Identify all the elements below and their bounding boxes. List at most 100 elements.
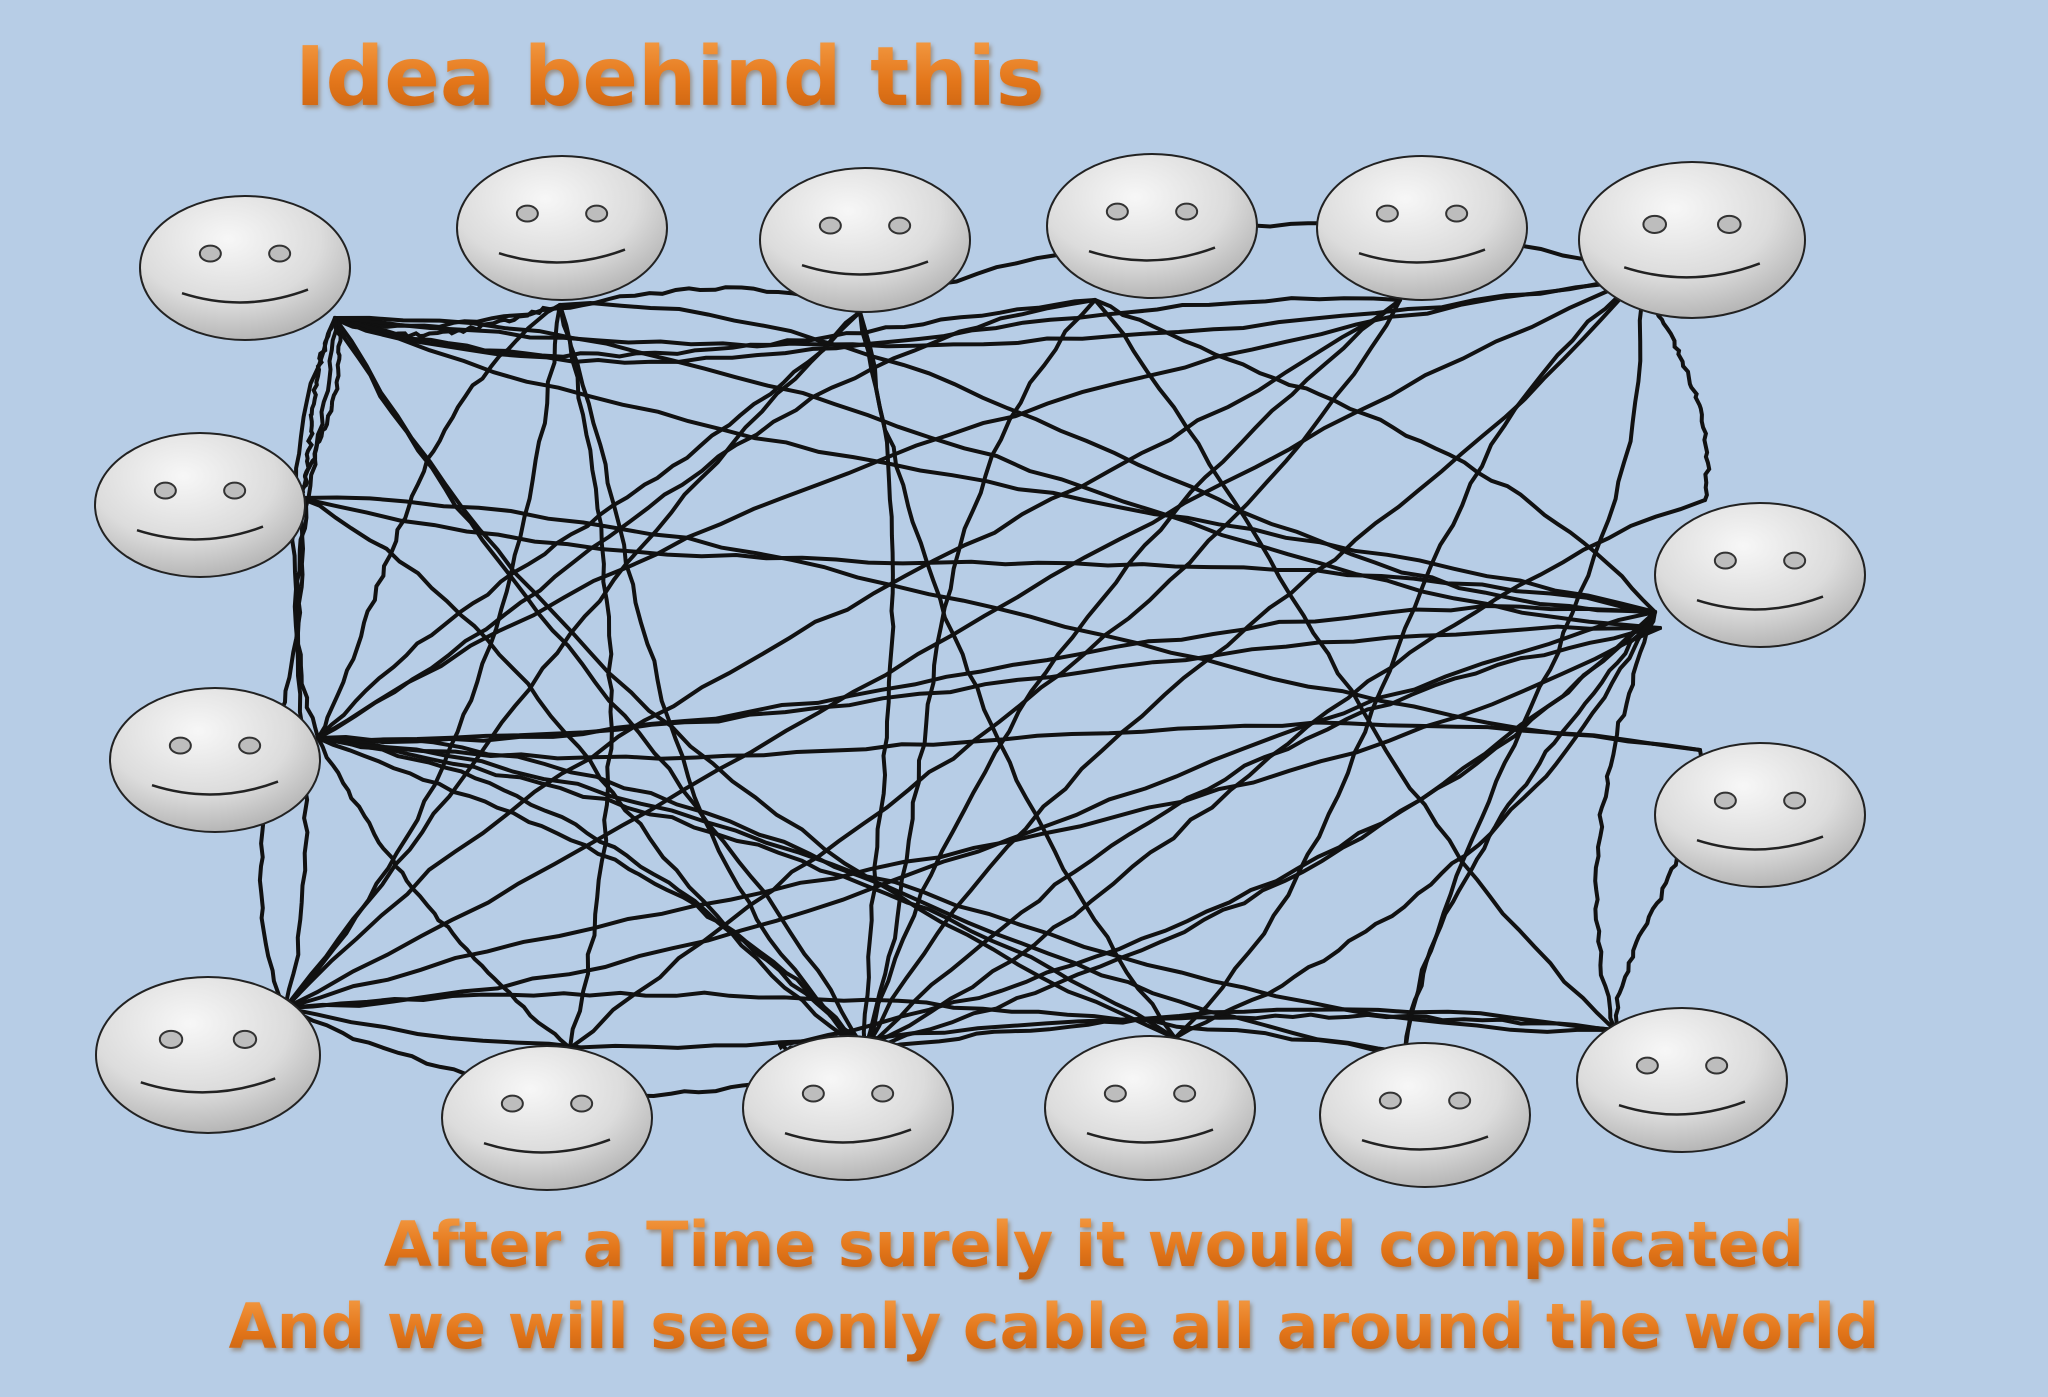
smiley-face-1 [139, 195, 351, 341]
cable-28 [295, 316, 339, 740]
cable-19 [316, 603, 1657, 745]
left-eye [168, 736, 192, 755]
left-eye [801, 1084, 825, 1103]
caption-line-1: After a Time surely it would complicated [70, 1208, 2048, 1281]
cable-45 [863, 626, 1662, 1052]
faces-layer [94, 153, 1866, 1191]
right-eye [1783, 791, 1807, 810]
cable-21 [316, 736, 572, 1050]
right-eye [888, 216, 912, 235]
cable-51 [1093, 298, 1657, 614]
face-head [139, 195, 351, 341]
smile-mouth [151, 780, 279, 796]
cable-18 [316, 276, 1642, 740]
smiley-face-15 [1319, 1042, 1531, 1188]
cable-23 [316, 736, 1177, 1040]
face-head [1046, 153, 1258, 299]
right-eye [1173, 1084, 1197, 1103]
cable-5 [333, 276, 1642, 349]
cable-58 [1173, 276, 1642, 1040]
smiley-face-9 [109, 687, 321, 833]
smile-mouth [1086, 1128, 1214, 1144]
left-eye [1378, 1091, 1402, 1110]
cable-46 [863, 498, 1707, 1052]
left-eye [818, 216, 842, 235]
cable-27 [316, 298, 1097, 740]
face-head [95, 976, 321, 1134]
cable-44 [863, 610, 1657, 1052]
right-eye [871, 1084, 895, 1103]
right-eye [1445, 204, 1469, 223]
cable-30 [283, 298, 1402, 1010]
cable-15 [298, 316, 337, 500]
left-eye [158, 1029, 184, 1049]
face-head [1576, 1007, 1788, 1153]
smiley-face-3 [759, 167, 971, 313]
smiley-face-6 [1578, 161, 1806, 319]
right-eye [268, 244, 292, 263]
smile-mouth [1696, 595, 1824, 611]
smile-mouth [136, 525, 264, 541]
cable-61 [568, 298, 1402, 1050]
cable-13 [298, 496, 867, 1052]
face-head [441, 1045, 653, 1191]
right-eye [232, 1029, 258, 1049]
face-head [1044, 1035, 1256, 1181]
left-eye [1642, 214, 1668, 234]
slide-title: Idea behind this [295, 30, 1045, 125]
smile-mouth [1358, 248, 1486, 264]
cable-38 [283, 303, 562, 1010]
cable-7 [283, 316, 337, 1010]
smile-mouth [784, 1128, 912, 1144]
right-eye [1783, 551, 1807, 570]
right-eye [1448, 1091, 1472, 1110]
smile-mouth [1618, 1100, 1746, 1116]
smiley-face-7 [94, 432, 306, 578]
smile-mouth [1696, 835, 1824, 851]
face-head [1319, 1042, 1531, 1188]
left-eye [1375, 204, 1399, 223]
cable-41 [863, 298, 1097, 1052]
smiley-face-4 [1046, 153, 1258, 299]
cable-40 [858, 310, 896, 1052]
left-eye [1713, 791, 1737, 810]
cable-33 [283, 626, 1662, 1010]
smiley-face-13 [742, 1035, 954, 1181]
smile-mouth [498, 248, 626, 264]
left-eye [1713, 551, 1737, 570]
smiley-face-10 [1654, 742, 1866, 888]
cable-16 [316, 303, 562, 740]
smiley-face-8 [1654, 502, 1866, 648]
smiley-face-12 [441, 1045, 653, 1191]
cable-54 [1593, 610, 1657, 1032]
cable-17 [316, 310, 862, 740]
cable-3 [333, 298, 1097, 359]
smile-mouth [1361, 1135, 1489, 1151]
smiley-face-11 [95, 976, 321, 1134]
left-eye [1635, 1056, 1659, 1075]
face-head [1654, 502, 1866, 648]
left-eye [500, 1094, 524, 1113]
smile-mouth [1088, 246, 1216, 262]
cable-47 [863, 1012, 1617, 1052]
smiley-face-16 [1576, 1007, 1788, 1153]
smiley-face-5 [1316, 155, 1528, 301]
face-head [1316, 155, 1528, 301]
right-eye [585, 204, 609, 223]
cable-52 [1173, 610, 1657, 1040]
smile-mouth [140, 1077, 276, 1094]
right-eye [238, 736, 262, 755]
cable-11 [333, 316, 1177, 1040]
cable-64 [558, 303, 614, 1050]
smile-mouth [483, 1138, 611, 1154]
smiley-face-14 [1044, 1035, 1256, 1181]
right-eye [570, 1094, 594, 1113]
cable-62 [858, 310, 1177, 1040]
cable-22 [316, 736, 867, 1052]
left-eye [198, 244, 222, 263]
cable-32 [283, 610, 1657, 1010]
cable-42 [863, 298, 1402, 1052]
right-eye [1716, 214, 1742, 234]
face-head [94, 432, 306, 578]
